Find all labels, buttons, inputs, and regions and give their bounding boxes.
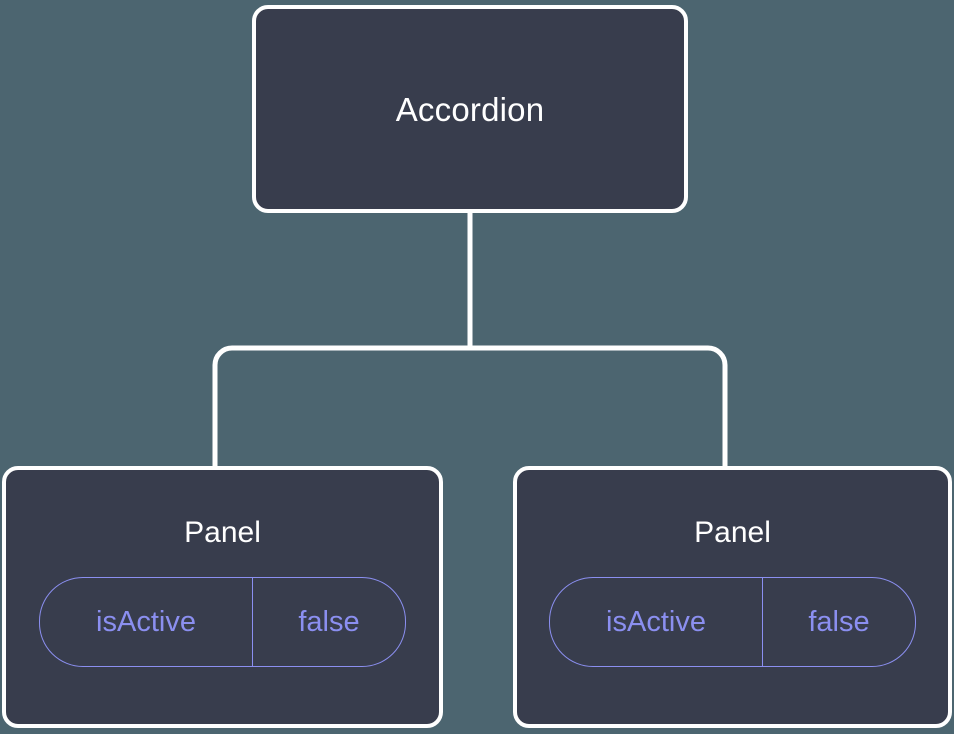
node-panel-right-label: Panel bbox=[694, 516, 771, 549]
state-pill-panel-right[interactable]: isActive false bbox=[549, 577, 916, 667]
state-pill-value: false bbox=[808, 605, 870, 638]
state-pill-key: isActive bbox=[550, 578, 763, 666]
node-accordion-label: Accordion bbox=[395, 90, 545, 128]
edge-to-panel-left bbox=[212, 345, 470, 470]
state-pill-panel-left[interactable]: isActive false bbox=[39, 577, 406, 667]
node-accordion[interactable]: Accordion bbox=[252, 5, 688, 213]
state-pill-key: isActive bbox=[40, 578, 253, 666]
node-panel-left-label: Panel bbox=[184, 516, 261, 549]
state-pill-value: false bbox=[298, 605, 360, 638]
node-panel-left[interactable]: Panel isActive false bbox=[2, 466, 443, 728]
edge-to-panel-right bbox=[470, 345, 728, 470]
node-panel-right[interactable]: Panel isActive false bbox=[513, 466, 952, 728]
